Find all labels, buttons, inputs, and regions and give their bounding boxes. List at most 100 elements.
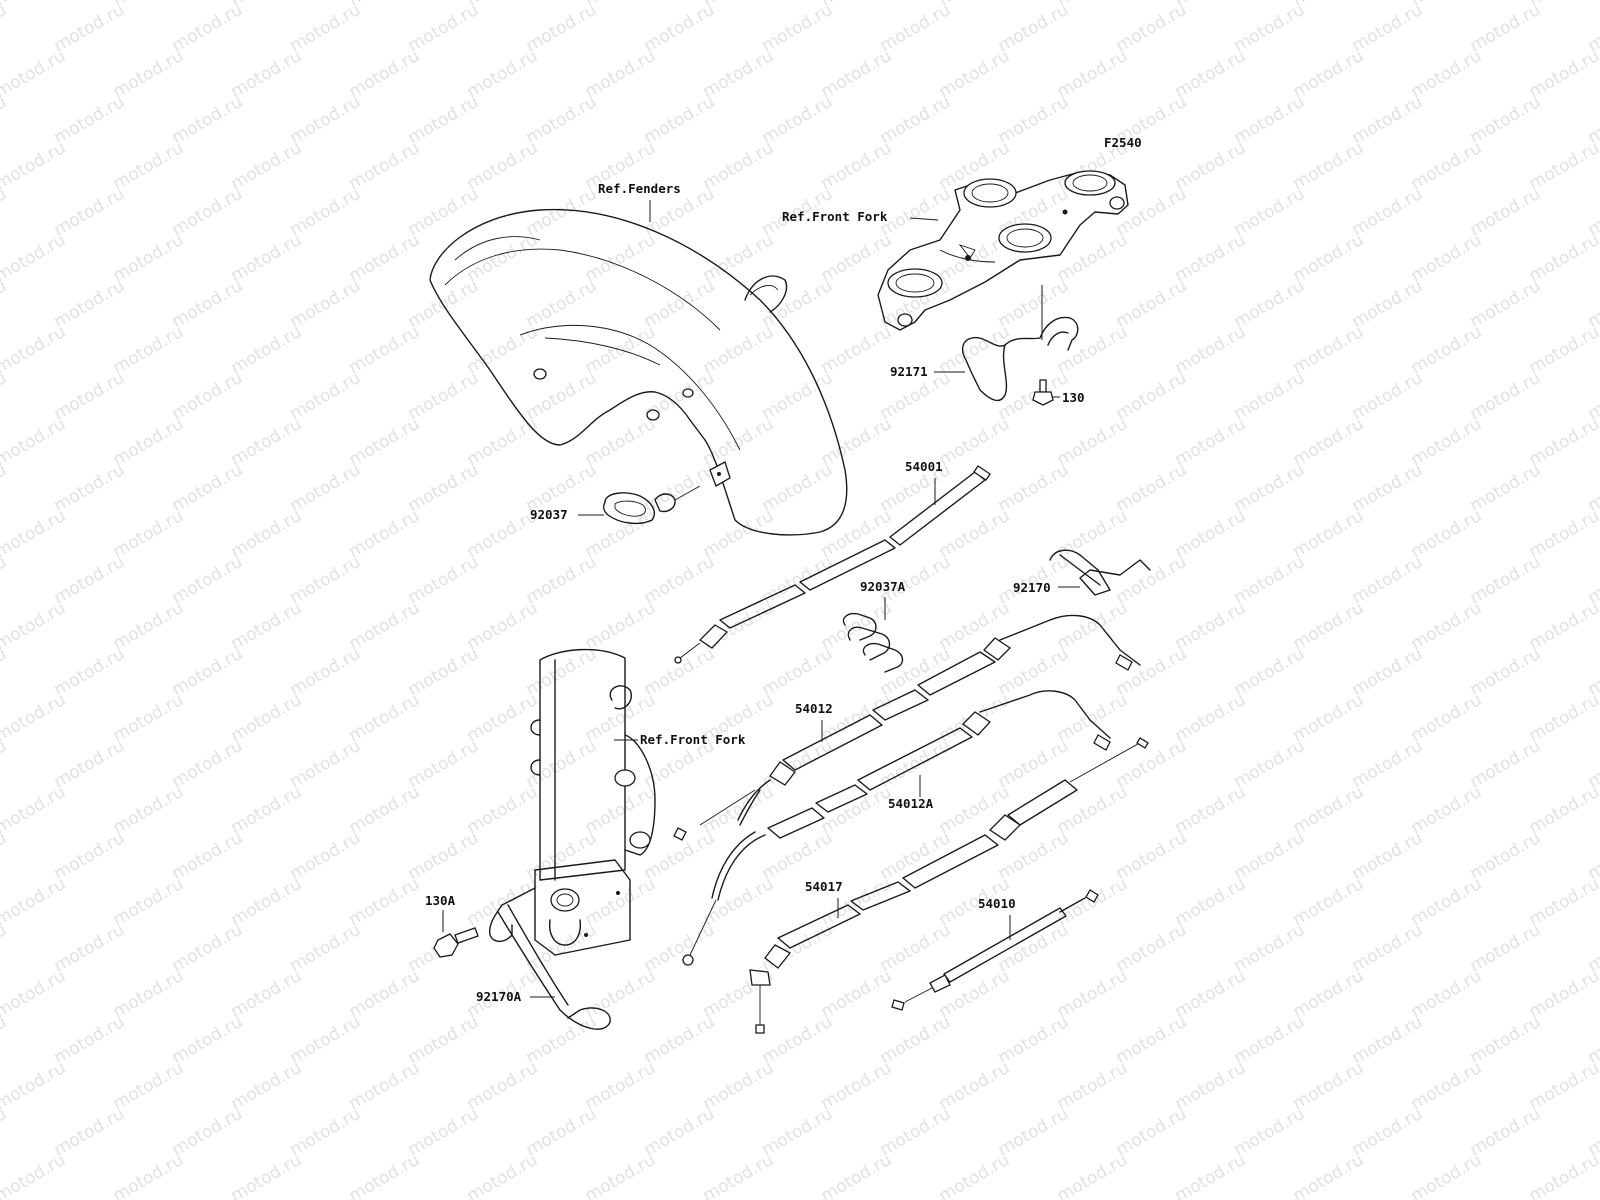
- watermark-text: motod.ru: [759, 644, 837, 700]
- watermark-text: motod.ru: [0, 782, 69, 838]
- watermark-text: motod.ru: [228, 874, 306, 930]
- watermark-text: motod.ru: [1349, 1196, 1427, 1200]
- watermark-text: motod.ru: [1349, 184, 1427, 240]
- watermark-text: motod.ru: [523, 828, 601, 884]
- watermark-text: motod.ru: [818, 1150, 896, 1200]
- watermark-text: motod.ru: [759, 552, 837, 608]
- watermark-text: motod.ru: [1172, 874, 1250, 930]
- watermark-text: motod.ru: [1349, 460, 1427, 516]
- watermark-text: motod.ru: [1290, 690, 1368, 746]
- part-label-54010: 54010: [978, 896, 1016, 911]
- watermark-text: motod.ru: [51, 1104, 129, 1160]
- watermark-text: motod.ru: [936, 414, 1014, 470]
- part-label-54012A: 54012A: [888, 796, 934, 811]
- clamp-92170-drawing: [1049, 549, 1151, 596]
- watermark-text: motod.ru: [700, 138, 778, 194]
- watermark-text: motod.ru: [1467, 828, 1545, 884]
- watermark-text: motod.ru: [1290, 46, 1368, 102]
- watermark-text: motod.ru: [1113, 184, 1191, 240]
- clamp-92171-drawing: [961, 316, 1079, 402]
- watermark-text: motod.ru: [287, 1104, 365, 1160]
- watermark-text: motod.ru: [405, 828, 483, 884]
- watermark-text: motod.ru: [287, 92, 365, 148]
- watermark-text: motod.ru: [51, 92, 129, 148]
- watermark-text: motod.ru: [405, 460, 483, 516]
- watermark-text: motod.ru: [1113, 276, 1191, 332]
- watermark-text: motod.ru: [287, 184, 365, 240]
- watermark-text: motod.ru: [700, 46, 778, 102]
- watermark-text: motod.ru: [464, 598, 542, 654]
- watermark-text: motod.ru: [1526, 414, 1600, 470]
- watermark-text: motod.ru: [1172, 1058, 1250, 1114]
- watermark-text: motod.ru: [1408, 598, 1486, 654]
- watermark-text: motod.ru: [1290, 1150, 1368, 1200]
- watermark-text: motod.ru: [110, 322, 188, 378]
- watermark-text: motod.ru: [1526, 782, 1600, 838]
- watermark-text: motod.ru: [0, 1012, 10, 1068]
- watermark-text: motod.ru: [110, 782, 188, 838]
- watermark-text: motod.ru: [582, 506, 660, 562]
- watermark-text: motod.ru: [1290, 874, 1368, 930]
- bolt-130A-drawing: [433, 927, 479, 958]
- watermark-text: motod.ru: [464, 46, 542, 102]
- watermark-text: motod.ru: [0, 322, 69, 378]
- watermark-text: motod.ru: [1467, 644, 1545, 700]
- watermark-text: motod.ru: [1290, 138, 1368, 194]
- watermark-text: motod.ru: [1172, 506, 1250, 562]
- watermark-text: motod.ru: [759, 1196, 837, 1200]
- watermark-text: motod.ru: [1526, 874, 1600, 930]
- watermark-text: motod.ru: [1290, 322, 1368, 378]
- watermark-text: motod.ru: [1172, 138, 1250, 194]
- watermark-text: motod.ru: [1054, 1058, 1132, 1114]
- watermark-text: motod.ru: [0, 276, 10, 332]
- watermark-text: motod.ru: [641, 1104, 719, 1160]
- watermark-text: motod.ru: [1054, 874, 1132, 930]
- watermark-text: motod.ru: [0, 1150, 69, 1200]
- watermark-text: motod.ru: [405, 1196, 483, 1200]
- watermark-text: motod.ru: [1408, 690, 1486, 746]
- clamp-92170A-drawing: [488, 887, 611, 1030]
- watermark-text: motod.ru: [169, 552, 247, 608]
- watermark-text: motod.ru: [1408, 782, 1486, 838]
- watermark-text: motod.ru: [582, 598, 660, 654]
- watermark-text: motod.ru: [877, 92, 955, 148]
- watermark-text: motod.ru: [405, 1012, 483, 1068]
- watermark-text: motod.ru: [1172, 598, 1250, 654]
- watermark-text: motod.ru: [346, 506, 424, 562]
- watermark-text: motod.ru: [169, 828, 247, 884]
- watermark-text: motod.ru: [759, 1104, 837, 1160]
- watermark-text: motod.ru: [110, 1058, 188, 1114]
- watermark-text: motod.ru: [0, 506, 69, 562]
- watermark-text: motod.ru: [51, 0, 129, 56]
- watermark-text: motod.ru: [346, 966, 424, 1022]
- watermark-text: motod.ru: [818, 322, 896, 378]
- watermark-text: motod.ru: [346, 1058, 424, 1114]
- watermark-text: motod.ru: [818, 1058, 896, 1114]
- watermark-text: motod.ru: [169, 644, 247, 700]
- watermark-text: motod.ru: [1467, 920, 1545, 976]
- watermark-text: motod.ru: [877, 1012, 955, 1068]
- watermark-text: motod.ru: [287, 736, 365, 792]
- watermark-text: motod.ru: [523, 1012, 601, 1068]
- watermark-text: motod.ru: [995, 460, 1073, 516]
- watermark-text: motod.ru: [1172, 782, 1250, 838]
- watermark-text: motod.ru: [1054, 230, 1132, 286]
- watermark-text: motod.ru: [1054, 782, 1132, 838]
- watermark-text: motod.ru: [877, 920, 955, 976]
- watermark-text: motod.ru: [523, 1104, 601, 1160]
- cable-54010-drawing: [891, 889, 1099, 1011]
- watermark-text: motod.ru: [700, 1150, 778, 1200]
- watermark-text: motod.ru: [1349, 368, 1427, 424]
- ref-fenders-label: Ref.Fenders: [598, 181, 681, 196]
- watermark-text: motod.ru: [523, 552, 601, 608]
- watermark-text: motod.ru: [1113, 828, 1191, 884]
- watermark-text: motod.ru: [405, 552, 483, 608]
- watermark-text: motod.ru: [110, 506, 188, 562]
- watermark-text: motod.ru: [936, 1058, 1014, 1114]
- watermark-text: motod.ru: [287, 0, 365, 56]
- watermark-text: motod.ru: [582, 46, 660, 102]
- watermark-text: motod.ru: [582, 782, 660, 838]
- watermark-text: motod.ru: [1231, 276, 1309, 332]
- watermark-text: motod.ru: [936, 966, 1014, 1022]
- watermark-text: motod.ru: [936, 322, 1014, 378]
